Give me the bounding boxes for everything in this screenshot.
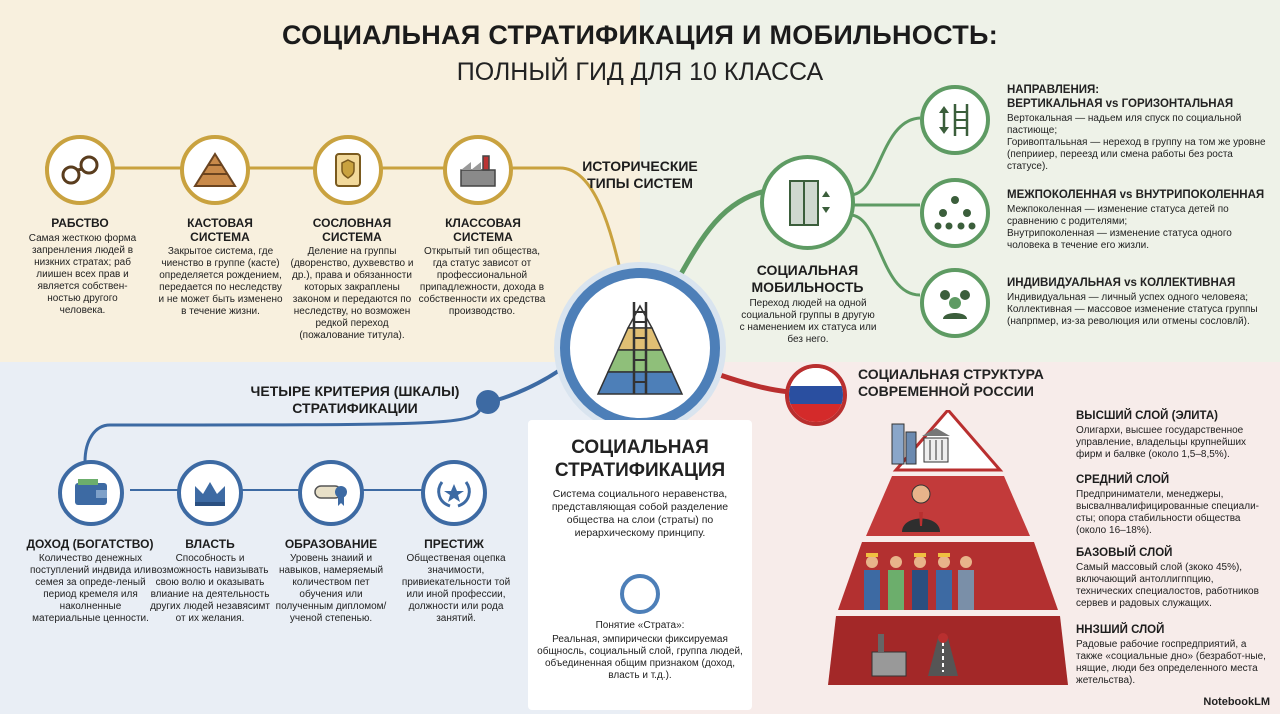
individual-title: ИНДИВИДУАЛЬНАЯ vs КОЛЛЕКТИВНАЯ [1007,277,1236,289]
russia-section-label: СОЦИАЛЬНАЯ СТРУКТУРА СОВРЕМЕННОЙ РОССИИ [858,366,1068,400]
factory-road-icon [868,628,972,685]
individual-desc1: Индивидуальная — личный успех одного чел… [1007,292,1249,303]
criteria-section-label: ЧЕТЫРЕ КРИТЕРИЯ (ШКАЛЫ) СТРАТИФИКАЦИИ [240,383,470,417]
historical-label-line1: ИСТОРИЧЕСКИЕ [582,158,698,174]
historical-label-line2: ТИПЫ СИСТЕМ [587,175,693,191]
notebooklm-logo: NotebookLM [1203,696,1270,708]
mobility-label-line2: МОБИЛЬНОСТЬ [751,279,864,295]
direction-title-line1: НАПРАВЛЕНИЯ: [1007,84,1100,96]
direction-desc1: Вертокальная — надьем иля спуск по социа… [1007,113,1242,136]
criteria-node-dot [476,390,500,414]
elite-title: ВЫСШИЙ СЛОЙ (ЭЛИТА) [1076,410,1218,422]
strata-title: Понятие «Страта»: [595,620,685,631]
generational-title: МЕЖПОКОЛЕННАЯ vs ВНУТРИПОКОЛЕННАЯ [1007,189,1265,201]
diploma-icon [298,460,364,526]
family-tree-icon [920,178,990,248]
mobility-type-individual: ИНДИВИДУАЛЬНАЯ vs КОЛЛЕКТИВНАЯ Индивидуа… [1007,276,1267,328]
businessman-icon [898,480,944,539]
education-title: ОБРАЗОВАНИЕ [284,537,378,551]
basic-desc: Самый массовый слой (зкоко 45%), включаю… [1076,562,1259,609]
income-title: ДОХОД (БОГАТСТВО) [26,537,154,551]
workers-icon [858,548,980,619]
middle-desc: Предприниматели, менеджеры, высвалнвалиф… [1076,489,1259,536]
lower-desc: Радовые рабочие госпредприятий, а также … [1076,639,1266,686]
class-title: КЛАССОВАЯ СИСТЕМА [445,216,521,244]
ladder-arrows-icon [920,85,990,155]
prestige-title: ПРЕСТИЖ [424,537,484,551]
strata-desc: Реальная, эмпирически фиксируемая общнос… [537,634,743,681]
estate-desc: Деление на группы (дворенство, духвевств… [290,246,414,341]
mobility-section-label: СОЦИАЛЬНАЯ МОБИЛЬНОСТЬ [745,262,870,296]
mobility-desc: Переход людей на одной социальной группы… [739,298,877,345]
laurel-star-icon [421,460,487,526]
page-subtitle: ПОЛНЫЙ ГИД ДЛЯ 10 КЛАССА [456,58,824,86]
generational-desc1: Межпоколенная — изменение статуса детей … [1007,204,1229,227]
stratification-card [528,420,752,710]
education-desc: Уровень знаиий и навыков, намеряемый кол… [275,553,387,624]
caste-title: КАСТОВАЯ СИСТЕМА [187,216,253,244]
wallet-icon [58,460,124,526]
middle-title: СРЕДНИЙ СЛОЙ [1076,474,1170,486]
class-desc: Открытый тип общества, гда статус зависо… [418,246,546,317]
russia-label-line1: СОЦИАЛЬНАЯ СТРУКТУРА [858,366,1044,382]
income-desc: Количество денежных поступлений индвида … [30,553,151,624]
individual-desc2: Коллективная — массовое изменение статус… [1007,304,1258,327]
page-title: СОЦИАЛЬНАЯ СТРАТИФИКАЦИЯ И МОБИЛЬНОСТЬ: [282,20,998,50]
criteria-label-line2: СТРАТИФИКАЦИИ [292,400,418,416]
factory-icon [443,135,513,205]
stratification-title: СОЦИАЛЬНАЯ СТРАТИФИКАЦИЯ [528,436,752,482]
handcuffs-icon [45,135,115,205]
elevator-icon [760,155,855,250]
slavery-desc: Самая жесткою форма запренления людей в … [28,233,137,316]
ring-icon [620,574,660,614]
buildings-bank-icon [888,418,952,471]
stratification-title-line1: СОЦИАЛЬНАЯ [571,437,709,458]
stratification-desc: Система социального неравенства, предста… [551,488,729,539]
slavery-title: РАБСТВО [51,216,109,230]
ladder-pyramid-icon [560,268,720,428]
criteria-label-line1: ЧЕТЫРЕ КРИТЕРИЯ (ШКАЛЫ) [250,383,460,399]
estate-title: СОСЛОВНАЯ СИСТЕМА [312,216,392,244]
russia-flag-icon [785,364,847,426]
direction-desc2: Горивопталььная — нереход в группу на то… [1007,137,1266,172]
mobility-type-generational: МЕЖПОКОЛЕННАЯ vs ВНУТРИПОКОЛЕННАЯ Межпок… [1007,188,1267,252]
russia-label-line2: СОВРЕМЕННОЙ РОССИИ [858,383,1034,399]
lower-title: ННЗШИЙ СЛОЙ [1076,624,1165,636]
group-icon [920,268,990,338]
pyramid-bricks-icon [180,135,250,205]
historical-section-label: ИСТОРИЧЕСКИЕ ТИПЫ СИСТЕМ [570,158,710,192]
elite-desc: Олигархи, высшее государственное управле… [1076,425,1247,460]
crown-icon [177,460,243,526]
power-desc: Способность и возможность навизывать сво… [150,553,270,624]
caste-desc: Закрытое система, где чиенство в группе … [158,246,283,317]
scroll-icon [313,135,383,205]
power-title: ВЛАСТЬ [185,537,235,551]
direction-title-line2: ВЕРТИКАЛЬНАЯ vs ГОРИЗОНТАЛЬНАЯ [1007,98,1234,110]
stratification-title-line2: СТРАТИФИКАЦИЯ [554,460,726,481]
generational-desc2: Внутрипоколенная — изменение статуса одн… [1007,228,1232,251]
mobility-type-direction: НАПРАВЛЕНИЯ: ВЕРТИКАЛЬНАЯ vs ГОРИЗОНТАЛЬ… [1007,84,1267,173]
basic-title: БАЗОВЫЙ СЛОЙ [1076,547,1173,559]
prestige-desc: Общественая оцепка значимости, привиекат… [401,553,511,624]
mobility-label-line1: СОЦИАЛЬНАЯ [756,262,859,278]
